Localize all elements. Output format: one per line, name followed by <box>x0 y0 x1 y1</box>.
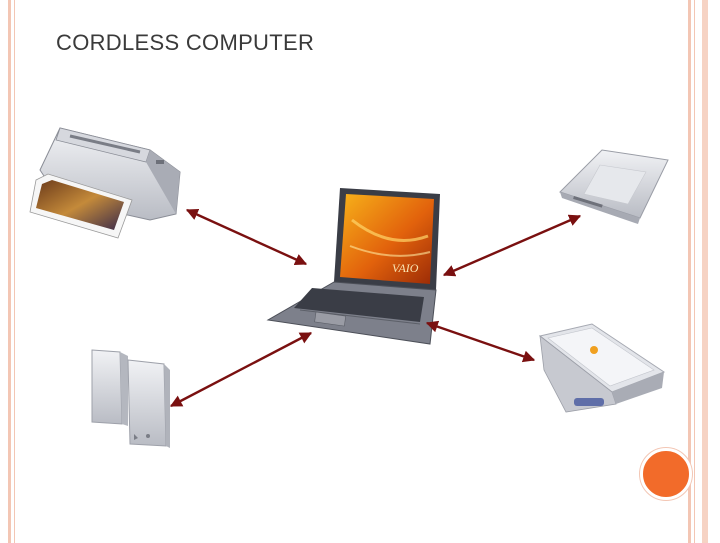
speakers-icon <box>91 349 170 448</box>
left-border-line <box>8 0 11 543</box>
left-border-line-thin <box>14 0 15 543</box>
arrow-drive-laptop <box>442 214 582 277</box>
external-drive-icon <box>559 149 669 224</box>
arrow-printer-laptop <box>185 208 308 266</box>
arrow-scanner-laptop <box>425 320 536 363</box>
printer-icon <box>29 127 181 239</box>
right-border-line <box>688 0 691 543</box>
scanner-icon <box>538 323 666 413</box>
right-border-band <box>702 0 708 543</box>
right-border-line-thin <box>694 0 695 543</box>
svg-text:VAIO: VAIO <box>392 261 419 275</box>
slide-title: CORDLESS COMPUTER <box>56 30 315 55</box>
laptop-icon: VAIO <box>266 188 440 345</box>
arrow-speakers-laptop <box>169 331 313 408</box>
decorative-circle <box>640 448 692 500</box>
